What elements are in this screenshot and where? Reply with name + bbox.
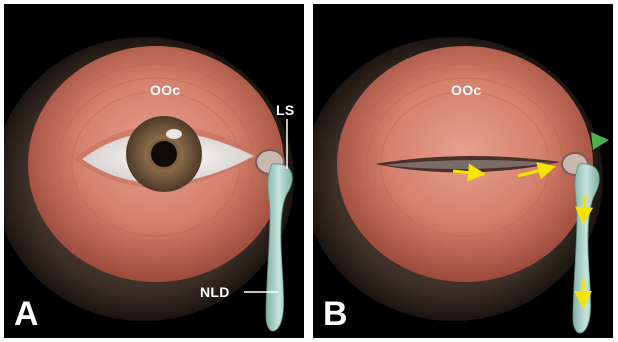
label-ooc: OOc [150,82,180,98]
panel-letter-a: A [14,295,39,334]
nasolacrimal-duct [266,164,292,331]
green-marker-icon [591,132,609,150]
panel-a: OOc LS NLD A [4,4,304,338]
illustration-a [4,4,304,338]
label-nld: NLD [200,284,230,300]
panel-b: OOc B [313,4,613,338]
illustration-b [313,4,613,338]
panel-letter-b: B [323,295,348,334]
label-ooc: OOc [451,82,481,98]
flow-arrow-3 [583,196,585,222]
label-ls: LS [276,102,295,118]
nasolacrimal-duct [573,164,599,333]
pupil [151,141,177,167]
